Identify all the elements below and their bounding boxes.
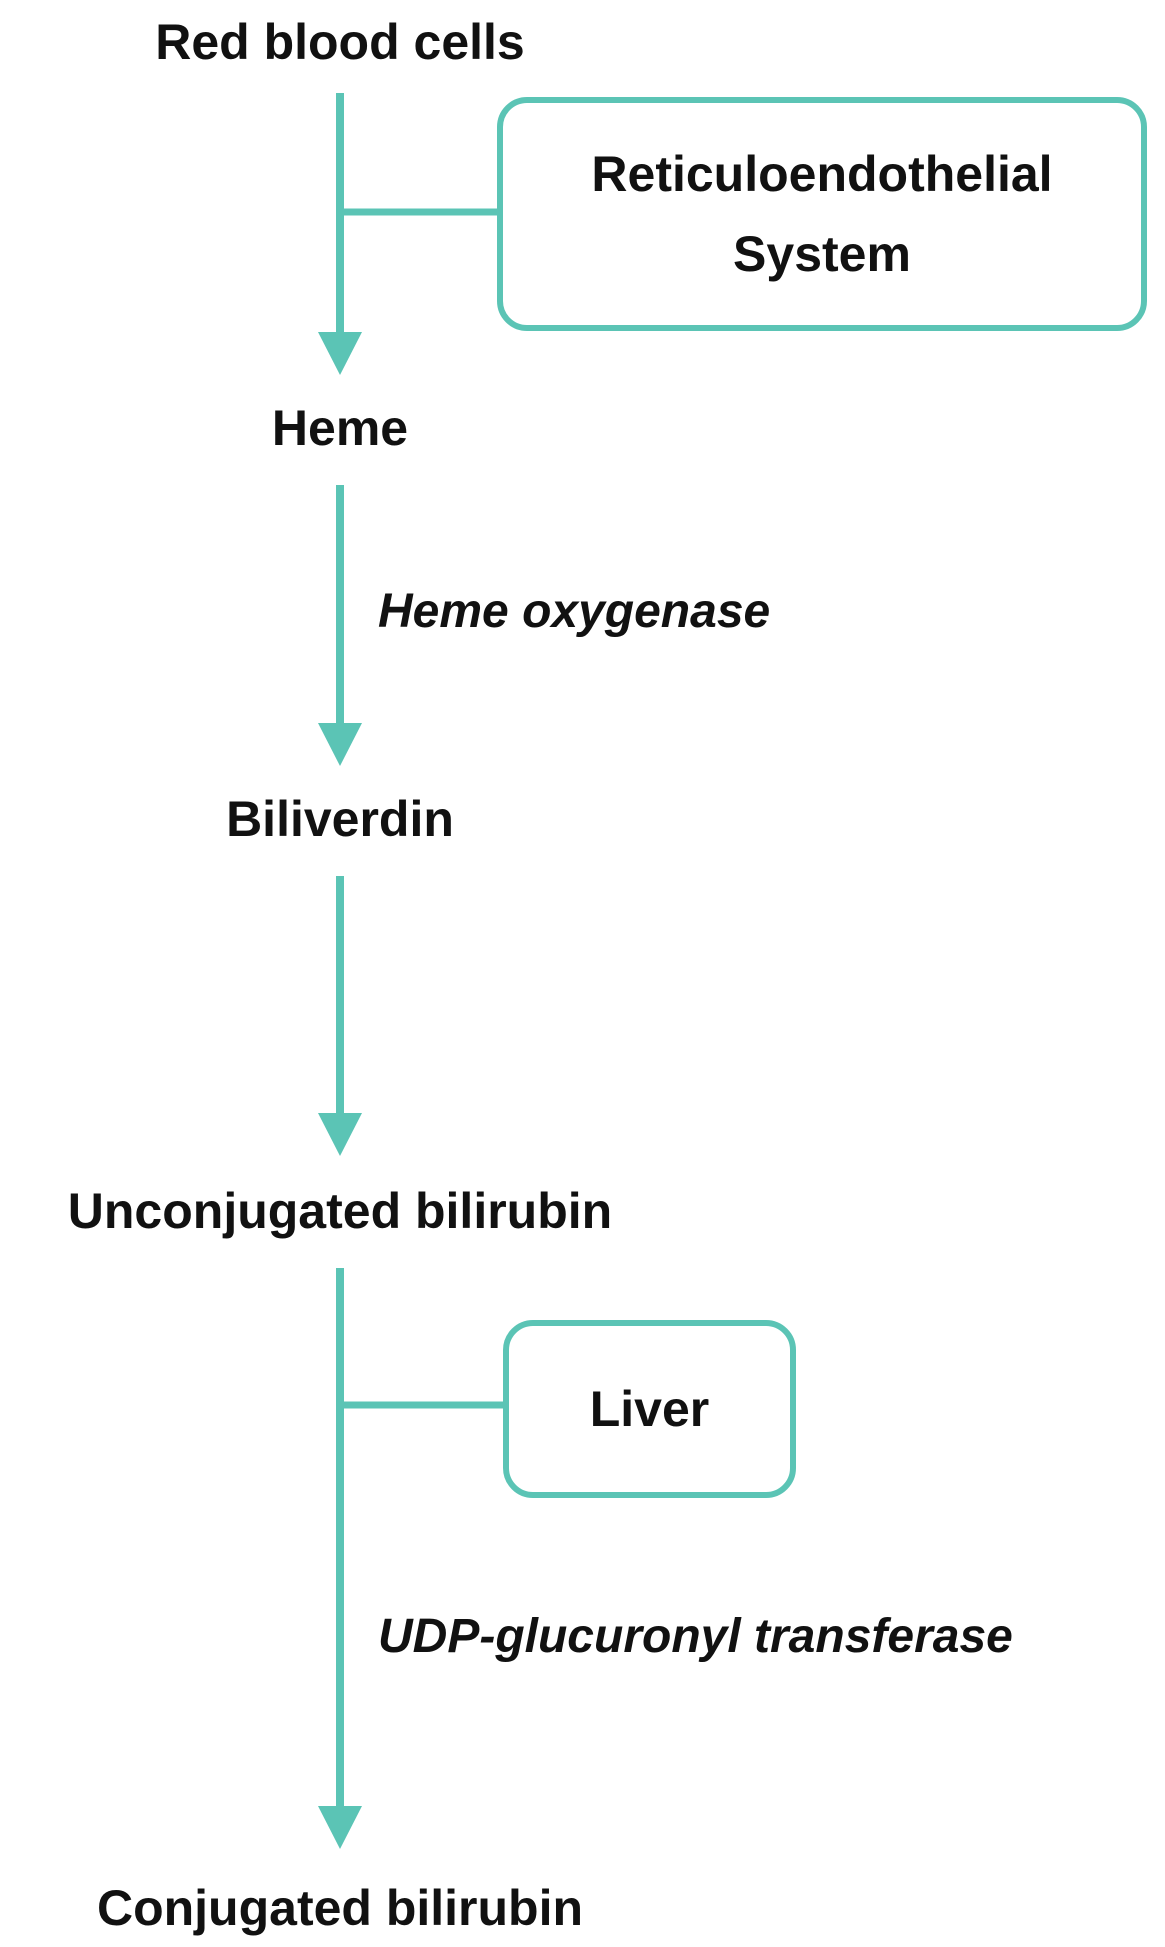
arrow-unconjugated-to-conjugated-head	[318, 1806, 362, 1849]
location-box-liver: Liver	[503, 1320, 796, 1498]
location-box-reticuloendothelial-system: Reticuloendothelial System	[497, 97, 1147, 331]
arrow-rbc-to-heme-head	[318, 332, 362, 375]
node-conjugated-bilirubin: Conjugated bilirubin	[96, 1880, 584, 1936]
arrow-biliverdin-to-unconjugated-head	[318, 1113, 362, 1156]
node-unconjugated-bilirubin: Unconjugated bilirubin	[67, 1183, 613, 1239]
node-biliverdin: Biliverdin	[226, 791, 454, 847]
enzyme-heme-oxygenase: Heme oxygenase	[378, 585, 771, 638]
location-label-reticuloendothelial-line2: System	[733, 226, 911, 282]
node-heme: Heme	[271, 400, 409, 456]
location-label-reticuloendothelial-line1: Reticuloendothelial	[591, 146, 1053, 202]
arrow-heme-to-biliverdin-head	[318, 723, 362, 766]
location-label-liver: Liver	[589, 1381, 710, 1437]
node-red-blood-cells: Red blood cells	[155, 14, 525, 70]
enzyme-udp-glucuronyl-transferase: UDP-glucuronyl transferase	[378, 1610, 1013, 1663]
